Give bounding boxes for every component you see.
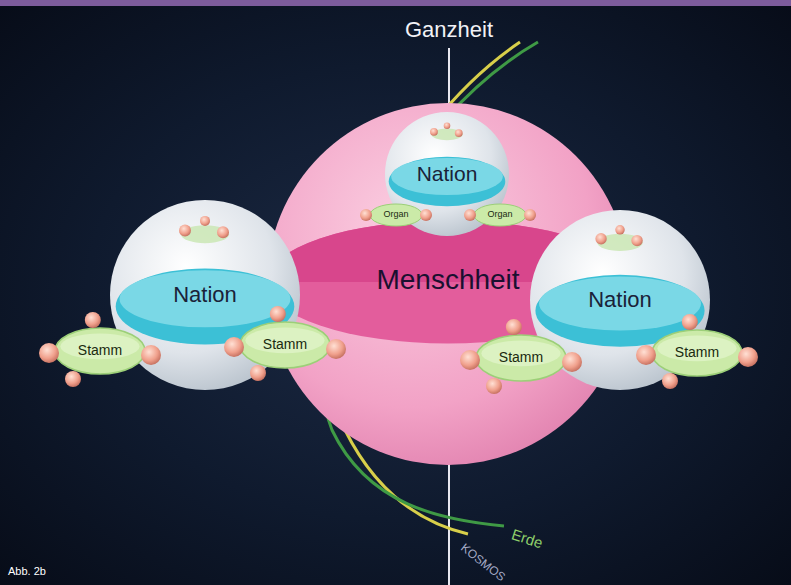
- organ-oval: Organ: [370, 204, 422, 226]
- oval-body: [55, 328, 145, 374]
- particle-ball: [486, 378, 502, 394]
- sphere-disc-top: [391, 158, 503, 195]
- tribe-oval: Stamm: [652, 330, 742, 376]
- particle-ball: [39, 343, 59, 363]
- oval-body: [652, 330, 742, 376]
- node-label: Stamm: [263, 337, 307, 352]
- particle-ball: [615, 225, 624, 234]
- node-label: Nation: [588, 288, 652, 312]
- sphere-disc: [389, 157, 506, 207]
- organ-oval: Organ: [474, 204, 526, 226]
- particle-ball: [464, 209, 476, 221]
- particle-ball: [360, 209, 372, 221]
- sphere-disc-top: [120, 270, 291, 327]
- node-label: Nation: [173, 283, 237, 307]
- oval-body: [370, 204, 422, 226]
- oval-highlight: [60, 334, 139, 360]
- particle-ball: [662, 373, 678, 389]
- particle-ball: [631, 235, 642, 246]
- particle-ball: [85, 312, 101, 328]
- oval-highlight: [481, 341, 560, 367]
- particle-ball: [506, 319, 522, 335]
- particle-ball: [179, 224, 191, 236]
- oval-body: [240, 322, 330, 368]
- particle-ball: [562, 352, 582, 372]
- particle-ball: [682, 314, 698, 330]
- title-label: Ganzheit: [405, 18, 493, 42]
- particle-ball: [224, 337, 244, 357]
- oval-body: [474, 204, 526, 226]
- node-label: Nation: [417, 162, 478, 185]
- oval-highlight: [657, 336, 736, 362]
- nation-sphere: NationStammStamm: [530, 210, 710, 390]
- nation-sphere: NationStammStamm: [110, 200, 300, 390]
- node-label: Stamm: [78, 343, 122, 358]
- particle-ball: [217, 226, 229, 238]
- particle-ball: [200, 216, 210, 226]
- particle-ball: [430, 128, 438, 136]
- particle-ball: [270, 306, 286, 322]
- particle-ball: [595, 233, 606, 244]
- oval-highlight: [245, 328, 324, 354]
- particle-ball: [250, 365, 266, 381]
- particle-ball: [455, 129, 463, 137]
- node-label: Menschheit: [376, 265, 519, 296]
- particle-ball: [444, 122, 451, 129]
- particle-ball: [141, 345, 161, 365]
- particle-ball: [738, 347, 758, 367]
- particle-ball: [636, 345, 656, 365]
- cosmos-label: KOSMOS: [458, 541, 508, 584]
- particle-ball: [420, 209, 432, 221]
- node-label: Stamm: [499, 350, 543, 365]
- nation-sphere: NationOrgan Organ: [385, 112, 509, 236]
- tribe-oval: Stamm: [240, 322, 330, 368]
- node-label: Organ: [487, 210, 512, 220]
- particle-ball: [460, 350, 480, 370]
- tribe-oval: Stamm: [55, 328, 145, 374]
- node-label: Stamm: [675, 345, 719, 360]
- tribe-oval: Stamm: [476, 335, 566, 381]
- node-label: Organ: [383, 210, 408, 220]
- earth-label: Erde: [509, 526, 544, 551]
- oval-body: [476, 335, 566, 381]
- particle-ball: [65, 371, 81, 387]
- particle-ball: [524, 209, 536, 221]
- sphere-disc-top: [539, 277, 701, 331]
- top-bar: [0, 0, 791, 6]
- particle-ball: [326, 339, 346, 359]
- figure-number: Abb. 2b: [8, 565, 46, 577]
